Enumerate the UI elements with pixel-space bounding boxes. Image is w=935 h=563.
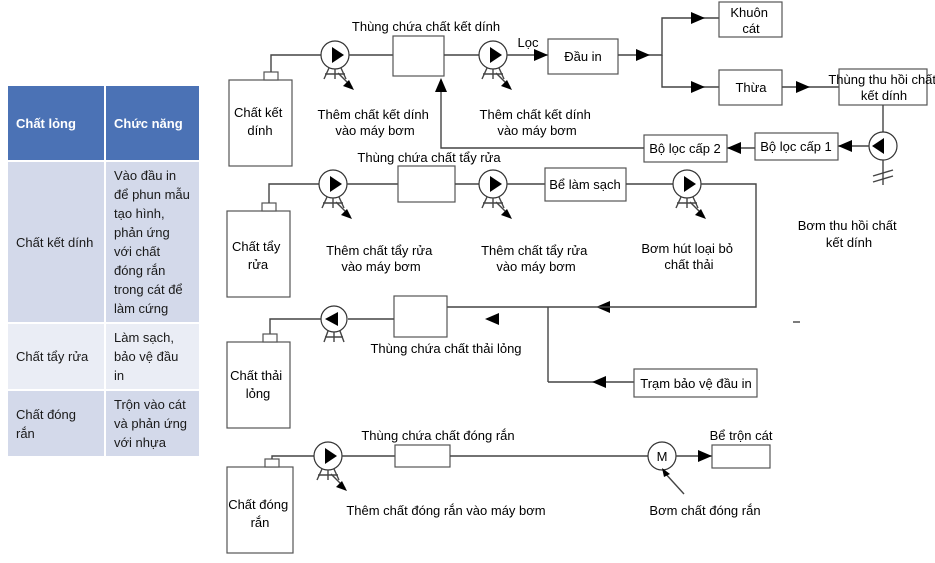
sand-mold-box <box>718 1 783 38</box>
waste-tank <box>393 295 448 338</box>
binder-pump-2-label: Thêm chất kết dính vào máy bơm <box>480 107 595 138</box>
binder-pump-2-icon <box>478 40 508 80</box>
binder-container-cap <box>263 71 279 81</box>
hardener-container <box>226 466 294 554</box>
binder-line: Chất kết dính Thêm chất kết dính vào máy… <box>228 1 935 250</box>
cleaner-tank <box>397 165 456 203</box>
table-cell-function: Vào đầu in để phun mẫu tạo hình, phản ứn… <box>106 162 199 324</box>
sand-mixer-label: Bể trộn cát <box>710 428 773 443</box>
hardener-line: Chất đóng rắn Thêm chất đóng rắn vào máy… <box>226 428 773 554</box>
waste-line: Trạm bảo vệ đầu in Thùng chứa chất thải … <box>226 295 758 429</box>
sand-mold-label: Khuôn cát <box>730 5 771 36</box>
printhead-box <box>547 38 619 75</box>
table-header-liquid: Chất lỏng <box>8 86 106 162</box>
recovery-pump-label: Bơm thu hồi chất kết dính <box>798 218 900 250</box>
hardener-motor-label: Bơm chất đóng rắn <box>649 503 760 518</box>
waste-container <box>226 341 291 429</box>
waste-pump-icon <box>672 169 702 209</box>
filter-1-box <box>754 132 839 161</box>
liquid-function-table: Chất lỏng Chức năng Chất kết dính Vào đầ… <box>8 86 199 458</box>
cleaner-pump-1-icon <box>318 169 348 209</box>
table-row: Chất đóng rắn Trộn vào cát và phản ứng v… <box>8 391 199 458</box>
hardener-tank <box>394 444 451 468</box>
binder-container-label: Chất kết dính <box>234 105 286 138</box>
printhead-label: Đầu in <box>564 49 602 64</box>
waste-tank-label: Thùng chứa chất thải lỏng <box>370 341 521 356</box>
table-header-function: Chức năng <box>106 86 199 162</box>
binder-tank <box>392 35 445 77</box>
excess-label: Thừa <box>735 80 767 95</box>
waste-pump-label: Bơm hút loại bỏ chất thải <box>641 241 736 272</box>
waste-container-label: Chất thải lỏng <box>230 368 286 401</box>
cleaning-tank-label: Bể làm sạch <box>549 177 621 192</box>
cleaner-container <box>226 210 291 298</box>
cleaner-container-label: Chất tẩy rửa <box>232 239 284 272</box>
printhead-protection-box <box>633 368 758 398</box>
hardener-pump-icon <box>313 441 343 481</box>
recovery-tank-box <box>838 68 928 106</box>
hardener-motor-letter: M <box>657 449 668 464</box>
cleaner-container-cap <box>261 202 277 212</box>
hardener-container-label: Chất đóng rắn <box>228 497 292 530</box>
hardener-tank-label: Thùng chứa chất đóng rắn <box>361 428 514 443</box>
recovery-pump-icon <box>868 131 898 185</box>
printhead-protection-label: Trạm bảo vệ đầu in <box>640 376 752 391</box>
waste-pump-reverse-icon <box>320 305 348 343</box>
table-cell-function: Trộn vào cát và phản ứng với nhựa <box>106 391 199 458</box>
binder-pump-1-label: Thêm chất kết dính vào máy bơm <box>318 107 433 138</box>
excess-box <box>718 69 783 106</box>
hardener-container-cap <box>264 458 280 468</box>
table-row: Chất kết dính Vào đầu in để phun mẫu tạo… <box>8 162 199 324</box>
sand-mixer-box <box>711 444 771 469</box>
table-row: Chất tẩy rửa Làm sạch, bảo vệ đầu in <box>8 324 199 391</box>
hardener-pump-label: Thêm chất đóng rắn vào máy bơm <box>346 503 545 518</box>
binder-container <box>228 79 293 167</box>
filter-2-label: Bộ lọc cấp 2 <box>649 141 721 156</box>
waste-container-cap <box>262 333 278 343</box>
table-cell-liquid: Chất tẩy rửa <box>8 324 106 391</box>
table-cell-liquid: Chất kết dính <box>8 162 106 324</box>
cleaner-pump-2-icon <box>478 169 508 209</box>
filter-1-label: Bộ lọc cấp 1 <box>760 139 832 154</box>
recovery-tank-label: Thùng thu hồi chất kết dính <box>828 72 935 103</box>
binder-pump-1-icon <box>320 40 350 80</box>
cleaner-line: Chất tẩy rửa Thêm chất tẩy rửa vào máy b… <box>226 150 757 308</box>
filter-2-box <box>643 134 728 163</box>
filter-label: Lọc <box>518 35 539 50</box>
table-cell-function: Làm sạch, bảo vệ đầu in <box>106 324 199 391</box>
cleaner-pump-2-label: Thêm chất tẩy rửa vào máy bơm <box>481 243 591 274</box>
binder-tank-label: Thùng chứa chất kết dính <box>352 19 500 34</box>
table-cell-liquid: Chất đóng rắn <box>8 391 106 458</box>
cleaner-pump-1-label: Thêm chất tẩy rửa vào máy bơm <box>326 243 436 274</box>
cleaner-tank-label: Thùng chứa chất tẩy rửa <box>357 150 501 165</box>
